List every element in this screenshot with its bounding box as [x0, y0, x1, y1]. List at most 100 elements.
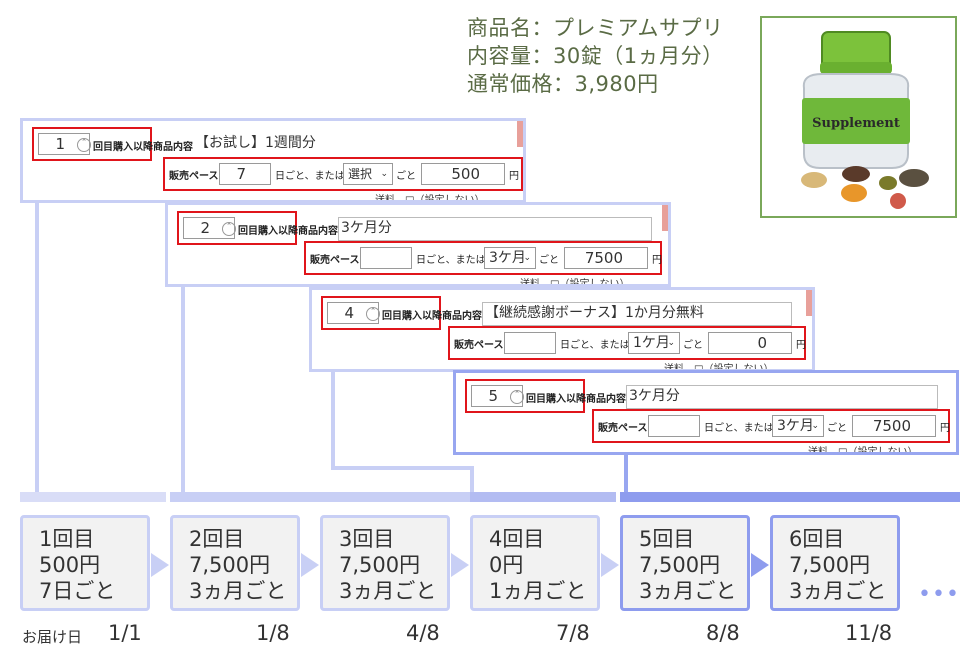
shipping-cut-text: 送料 □（設定しない） — [808, 447, 918, 455]
connector-rule-3b — [331, 466, 474, 470]
period-select[interactable]: 3ケ月⌄ — [484, 247, 536, 269]
from-label: 回目購入以降 — [238, 226, 298, 237]
every-label: ごと — [539, 255, 559, 266]
arrow-right-icon — [751, 553, 769, 577]
spinner-icon[interactable]: ⌃ — [366, 307, 380, 321]
shipping-cut-text: 送料 □（設定しない） — [664, 364, 774, 372]
arrow-right-icon — [601, 553, 619, 577]
delivery-count: 6回目 — [789, 527, 845, 551]
highlight-from — [321, 296, 441, 330]
yen-label: 円 — [509, 171, 519, 182]
delivery-pace: 7日ごと — [39, 579, 116, 603]
chevron-down-icon: ⌄ — [523, 253, 531, 263]
delivery-date-4: 7/8 — [556, 621, 590, 645]
delivery-card-2: 2回目 7,500円 3ヵ月ごと — [170, 515, 300, 611]
chevron-down-icon: ⌄ — [667, 338, 675, 348]
pace-label: 販売ペース — [454, 340, 504, 351]
delivery-card-4: 4回目 0円 1ヵ月ごと — [470, 515, 600, 611]
every-label: ごと — [683, 340, 703, 351]
delivery-price: 7,500円 — [339, 553, 421, 577]
yen-label: 円 — [940, 423, 950, 434]
days-input[interactable] — [504, 332, 556, 354]
days-label: 日ごと、または — [416, 255, 486, 266]
from-label: 回目購入以降 — [526, 394, 586, 405]
days-input[interactable] — [360, 247, 412, 269]
days-label: 日ごと、または — [275, 171, 345, 182]
delivery-count: 2回目 — [189, 527, 245, 551]
product-image: Supplement — [760, 16, 957, 218]
period-select[interactable]: 1ケ月⌄ — [628, 332, 680, 354]
days-input[interactable] — [648, 415, 700, 437]
supplement-bottle-illustration: Supplement — [801, 31, 929, 209]
from-label: 回目購入以降 — [93, 142, 153, 153]
item-label: 商品内容 — [442, 311, 482, 322]
rule-panel-1: 1 ⌃ 回目購入以降 商品内容 【お試し】1週間分 販売ペース 7 日ごと、また… — [20, 118, 526, 203]
delivery-price: 7,500円 — [789, 553, 871, 577]
delivery-date-5: 8/8 — [706, 621, 740, 645]
delivery-pace: 3ヵ月ごと — [639, 579, 737, 603]
delivery-pace: 3ヵ月ごと — [339, 579, 437, 603]
bottle-label: Supplement — [812, 116, 900, 131]
delivery-price: 7,500円 — [639, 553, 721, 577]
highlight-pace — [448, 326, 806, 360]
rule-panel-3: 4 ⌃ 回目購入以降 商品内容 【継続感謝ボーナス】1か月分無料 販売ペース 日… — [309, 287, 815, 372]
delivery-date-1: 1/1 — [108, 621, 142, 645]
chevron-down-icon: ⌄ — [811, 421, 819, 431]
price-input[interactable]: 7500 — [852, 415, 936, 437]
highlight-pace — [304, 241, 662, 275]
chevron-down-icon: ⌄ — [380, 169, 388, 179]
item-title-input[interactable]: 3ケ月分 — [626, 385, 938, 409]
pace-label: 販売ペース — [310, 255, 360, 266]
product-capacity: 内容量：30錠（1ヵ月分） — [467, 44, 724, 68]
price-input[interactable]: 0 — [708, 332, 792, 354]
delivery-card-3: 3回目 7,500円 3ヵ月ごと — [320, 515, 450, 611]
shipping-cut-text: 送料 □（設定しない） — [520, 279, 630, 287]
timeline-bar-2 — [170, 492, 616, 502]
spinner-icon[interactable]: ⌃ — [77, 138, 91, 152]
delivery-pace: 3ヵ月ごと — [189, 579, 287, 603]
pace-label: 販売ペース — [169, 171, 219, 182]
shipping-cut-text: 送料 □（設定しない） — [375, 195, 485, 203]
item-title-input[interactable]: 3ケ月分 — [338, 217, 652, 241]
spinner-icon[interactable]: ⌃ — [222, 222, 236, 236]
days-input[interactable]: 7 — [219, 163, 271, 185]
delivery-pace: 1ヵ月ごと — [489, 579, 587, 603]
connector-rule-4 — [624, 452, 628, 492]
price-input[interactable]: 7500 — [564, 247, 648, 269]
delivery-pace: 3ヵ月ごと — [789, 579, 887, 603]
highlight-from — [32, 127, 152, 161]
connector-rule-3a — [331, 370, 335, 470]
panel-edge — [517, 121, 523, 147]
product-price: 通常価格：3,980円 — [467, 72, 659, 96]
arrow-right-icon — [301, 553, 319, 577]
spinner-icon[interactable]: ⌃ — [510, 390, 524, 404]
delivery-count: 1回目 — [39, 527, 95, 551]
from-count-input[interactable]: 4 — [327, 302, 379, 324]
delivery-date-3: 4/8 — [406, 621, 440, 645]
item-title-input[interactable]: 【継続感謝ボーナス】1か月分無料 — [482, 302, 792, 326]
every-label: ごと — [827, 423, 847, 434]
connector-rule-2 — [181, 284, 185, 492]
rule-panel-2: 2 ⌃ 回目購入以降 商品内容 3ケ月分 販売ペース 日ごと、または 3ケ月⌄ … — [165, 202, 671, 287]
yen-label: 円 — [652, 255, 662, 266]
highlight-pace — [163, 157, 523, 191]
timeline-bar-4 — [620, 492, 960, 502]
period-select[interactable]: 3ケ月⌄ — [772, 415, 824, 437]
yen-label: 円 — [796, 340, 806, 351]
days-label: 日ごと、または — [560, 340, 630, 351]
delivery-date-label: お届け日 — [22, 628, 83, 646]
timeline-bar-1 — [20, 492, 166, 502]
arrow-right-icon — [151, 553, 169, 577]
period-select[interactable]: 選択⌄ — [343, 163, 393, 185]
delivery-date-6: 11/8 — [845, 621, 893, 645]
delivery-card-1: 1回目 500円 7日ごと — [20, 515, 150, 611]
from-count-input[interactable]: 1 — [38, 133, 90, 155]
price-input[interactable]: 500 — [421, 163, 505, 185]
highlight-from — [177, 211, 297, 245]
delivery-count: 5回目 — [639, 527, 695, 551]
item-title-input[interactable]: 【お試し】1週間分 — [193, 133, 513, 157]
days-label: 日ごと、または — [704, 423, 774, 434]
item-label: 商品内容 — [298, 226, 338, 237]
every-label: ごと — [396, 171, 416, 182]
product-name: 商品名：プレミアムサプリ — [467, 16, 724, 40]
